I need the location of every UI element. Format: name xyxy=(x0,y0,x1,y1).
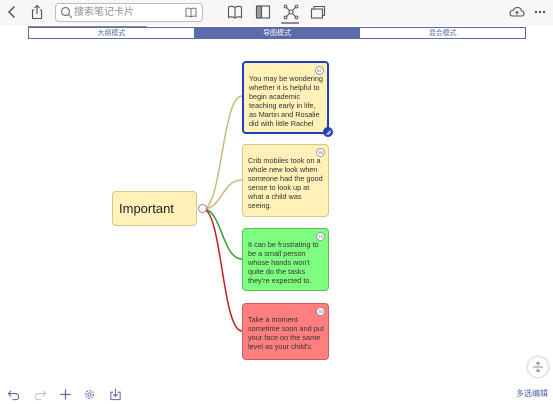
undo-icon[interactable] xyxy=(6,387,20,401)
view-mode-segmented-control: 大纲模式 导图模式 混合模式 xyxy=(28,27,526,39)
card-badge: 57 xyxy=(315,66,324,75)
scroll-fab-button[interactable] xyxy=(528,357,548,377)
connector-card-1 xyxy=(202,95,243,210)
connector-card-3 xyxy=(202,208,243,260)
back-chevron-icon[interactable] xyxy=(3,3,21,21)
tab-mindmap-mode[interactable]: 导图模式 xyxy=(193,28,360,38)
card-text: Take a moment sometime soon and put your… xyxy=(248,315,324,351)
collapse-handle[interactable] xyxy=(198,204,207,213)
settings-icon[interactable] xyxy=(82,387,96,401)
card-text: You may be wondering whether it is helpf… xyxy=(249,74,323,128)
redo-icon[interactable] xyxy=(33,387,47,401)
card-text: It can be frustrating to be a small pers… xyxy=(248,240,319,285)
note-card-2[interactable]: 76 Crib mobiles took on a whole new look… xyxy=(242,144,329,217)
search-input[interactable] xyxy=(74,5,179,20)
card-badge: 75 xyxy=(316,307,325,316)
root-node[interactable]: Important xyxy=(112,191,197,226)
cloud-sync-icon[interactable] xyxy=(508,3,526,21)
search-bar[interactable] xyxy=(55,3,203,22)
scroll-fab-icon xyxy=(533,361,543,373)
top-toolbar xyxy=(0,0,553,25)
more-icon[interactable] xyxy=(531,3,549,21)
resize-handle-icon[interactable] xyxy=(323,127,333,137)
multi-window-icon[interactable] xyxy=(309,3,327,21)
tab-mixed-mode[interactable]: 混合模式 xyxy=(359,28,525,38)
card-text: Crib mobiles took on a whole new look wh… xyxy=(248,156,323,210)
search-icon xyxy=(60,6,73,19)
card-badge: 76 xyxy=(316,148,325,157)
note-card-4[interactable]: 75 Take a moment sometime soon and put y… xyxy=(242,303,329,360)
sidebar-layout-icon[interactable] xyxy=(254,3,272,21)
book-icon[interactable] xyxy=(226,3,244,21)
note-card-1[interactable]: 57 You may be wondering whether it is he… xyxy=(242,61,329,134)
add-icon[interactable] xyxy=(58,387,72,401)
connector-card-4 xyxy=(202,208,243,332)
note-card-3[interactable]: 74 It can be frustrating to be a small p… xyxy=(242,228,329,291)
connector-card-2 xyxy=(202,179,243,210)
share-icon[interactable] xyxy=(28,3,46,21)
open-book-icon[interactable] xyxy=(185,7,197,18)
mind-map-icon[interactable] xyxy=(282,3,300,21)
multi-select-edit-button[interactable]: 多选编辑 xyxy=(516,389,548,398)
export-icon[interactable] xyxy=(108,387,122,401)
tab-outline-mode[interactable]: 大纲模式 xyxy=(97,29,126,37)
active-view-indicator xyxy=(281,22,299,24)
card-badge: 74 xyxy=(316,232,325,241)
